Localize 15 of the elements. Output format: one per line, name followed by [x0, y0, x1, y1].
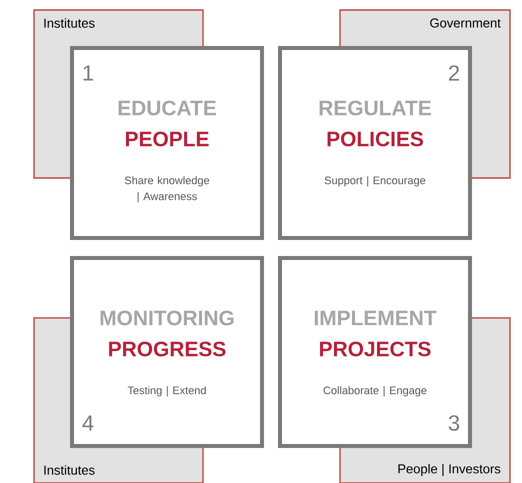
step-number: 2 — [449, 65, 459, 81]
card — [70, 256, 264, 448]
card — [70, 46, 264, 240]
node-text: Institutes — [44, 465, 95, 475]
subtitle: Testing | Extend — [128, 386, 206, 396]
card — [278, 46, 472, 240]
subtitle: Support | Encourage — [324, 176, 426, 186]
card — [278, 256, 472, 448]
step-number: 3 — [448, 415, 460, 431]
step-number: 1 — [84, 65, 94, 81]
node-text: Government — [430, 18, 501, 28]
node-text: People | Investors — [398, 464, 500, 476]
node-text: Institutes — [44, 18, 95, 28]
subtitle: Share knowledge | Awareness — [124, 176, 210, 202]
step-number: 4 — [82, 415, 94, 431]
